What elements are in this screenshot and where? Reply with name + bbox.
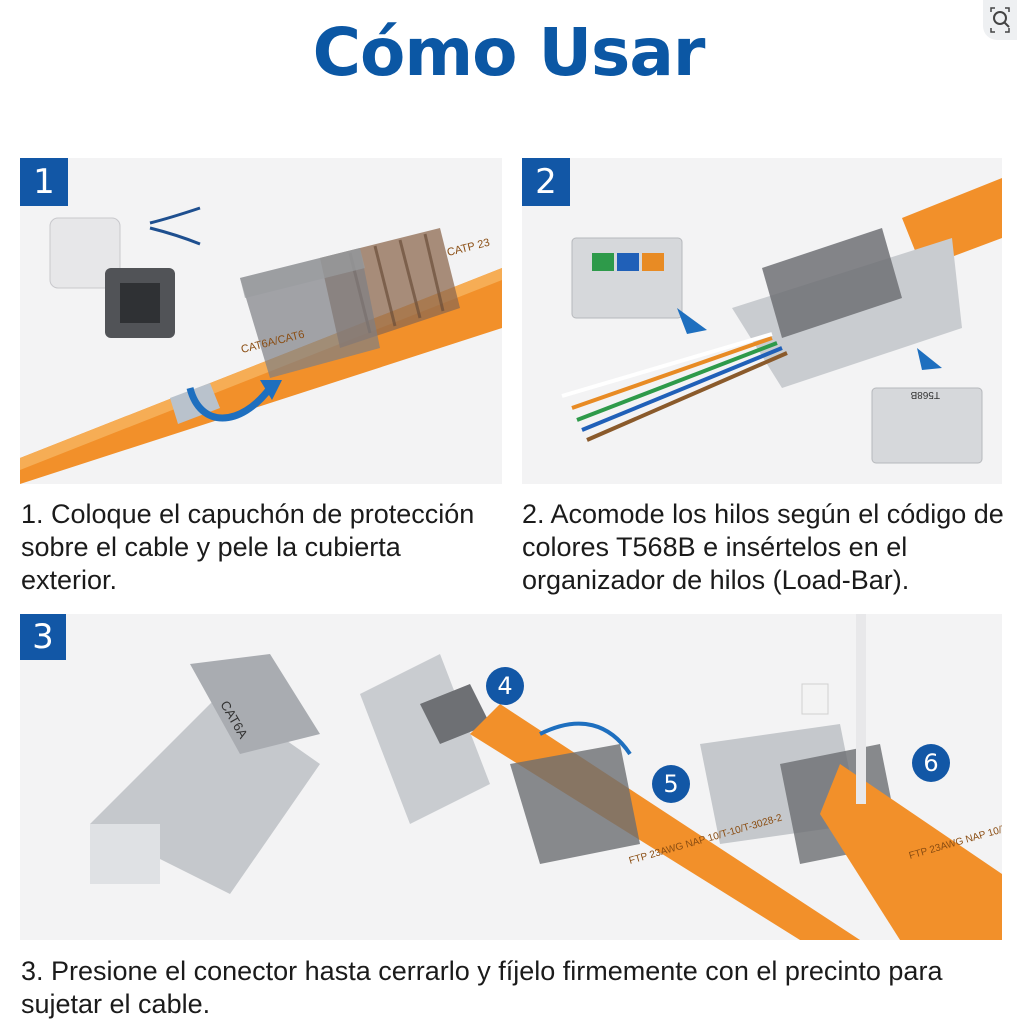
cable-print-step1-edge: CATP 23 <box>446 237 491 259</box>
step-1-illustration: CAT6A/CAT6 CATP 23 <box>20 206 502 484</box>
loadbar-label: T568B <box>910 389 940 400</box>
step-badge-3: 3 <box>20 614 66 660</box>
step-1-caption: 1. Coloque el capuchón de protección sob… <box>21 499 475 595</box>
sub-step-5: 5 <box>652 765 690 803</box>
step-badge-2: 2 <box>522 158 570 206</box>
step-3-illustration: CAT6A FTP 23AWG NAP 10/T-10/T-3028-2 FTP… <box>90 614 1002 940</box>
zoom-icon <box>990 7 1010 33</box>
step-2-caption: 2. Acomode los hilos según el código de … <box>522 499 1004 595</box>
step-2-panel: T568B 2 <box>522 158 1002 484</box>
arrow-icon <box>186 385 273 422</box>
zoom-button[interactable] <box>983 0 1017 40</box>
step-badge-1: 1 <box>20 158 68 206</box>
sub-step-6: 6 <box>912 744 950 782</box>
step-3-caption: 3. Presione el conector hasta cerrarlo y… <box>21 956 943 1019</box>
sub-step-4: 4 <box>486 667 524 705</box>
step-1-panel: CAT6A/CAT6 CATP 23 1 <box>20 158 502 484</box>
step-3-panel: CAT6A FTP 23AWG NAP 10/T-10/T-3028-2 FTP… <box>20 614 1002 940</box>
page-title: Cómo Usar <box>312 14 706 91</box>
step-2-illustration: T568B <box>561 178 1002 464</box>
